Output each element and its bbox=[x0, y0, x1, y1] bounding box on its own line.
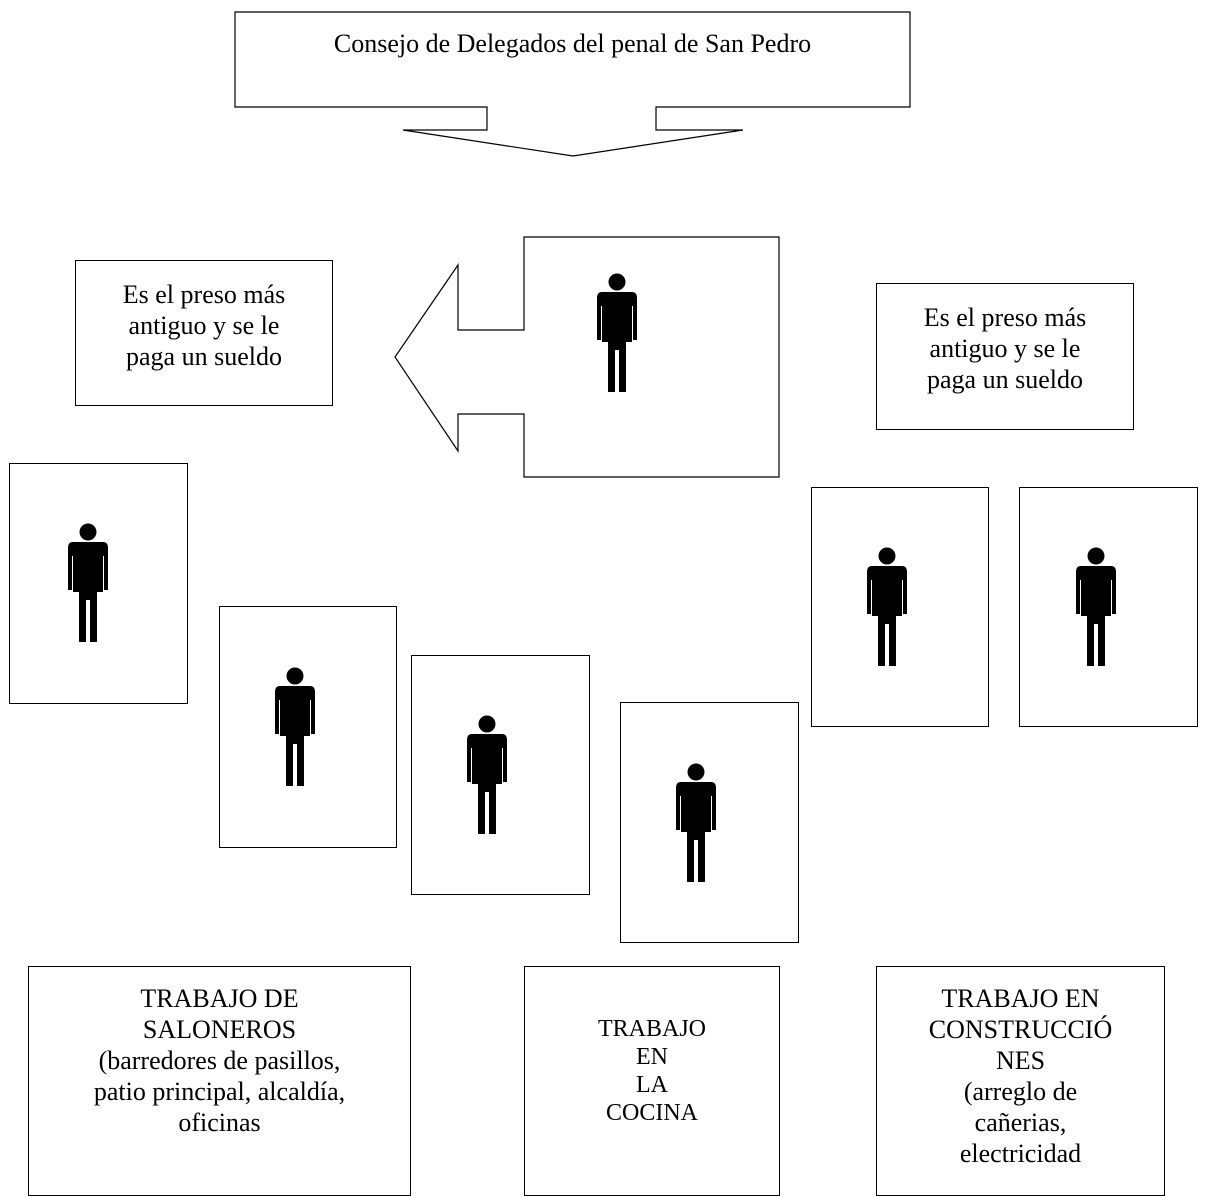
job-line: electricidad bbox=[959, 1139, 1082, 1168]
senior-prisoner-note-right-text: Es el preso más antiguo y se le paga un … bbox=[876, 302, 1134, 395]
job-line: (barredores de pasillos, bbox=[98, 1046, 341, 1075]
job-line: TRABAJO DE bbox=[140, 984, 299, 1013]
job-box-construcciones bbox=[876, 966, 1165, 1196]
person-icon bbox=[68, 523, 108, 642]
person-icon bbox=[676, 763, 716, 882]
job-line: TRABAJO EN bbox=[941, 984, 1100, 1013]
job-line: LA bbox=[636, 1072, 668, 1098]
note-line: paga un sueldo bbox=[126, 342, 282, 371]
job-line: CONSTRUCCIÓ bbox=[928, 1015, 1113, 1044]
note-line: Es el preso más bbox=[122, 280, 286, 309]
job-line: TRABAJO bbox=[597, 1016, 706, 1042]
senior-prisoner-note-right bbox=[876, 283, 1134, 430]
job-line: SALONEROS bbox=[142, 1015, 297, 1044]
senior-prisoner-note-left bbox=[75, 260, 333, 406]
job-line: EN bbox=[636, 1044, 668, 1070]
job-line: COCINA bbox=[605, 1100, 698, 1126]
job-line: (arreglo de bbox=[963, 1077, 1078, 1106]
council-title-text: Consejo de Delegados del penal de San Pe… bbox=[333, 29, 812, 58]
job-box-saloneros bbox=[28, 966, 411, 1196]
job-line: NES bbox=[995, 1046, 1046, 1075]
job-line: oficinas bbox=[178, 1108, 261, 1137]
person-icon bbox=[597, 273, 637, 392]
arrow-down-icon bbox=[234, 11, 911, 157]
person-icon bbox=[275, 667, 315, 786]
job-saloneros-text: TRABAJO DE SALONEROS (barredores de pasi… bbox=[28, 983, 411, 1138]
note-line: antiguo y se le bbox=[929, 334, 1081, 363]
note-line: Es el preso más bbox=[923, 303, 1087, 332]
job-line: patio principal, alcaldía, bbox=[93, 1077, 346, 1106]
arrow-left-icon bbox=[394, 236, 780, 478]
person-icon bbox=[1076, 547, 1116, 666]
job-cocina-text: TRABAJO EN LA COCINA bbox=[524, 1015, 780, 1127]
job-line: cañerias, bbox=[974, 1108, 1067, 1137]
person-icon bbox=[867, 547, 907, 666]
council-title: Consejo de Delegados del penal de San Pe… bbox=[235, 28, 910, 59]
senior-prisoner-note-left-text: Es el preso más antiguo y se le paga un … bbox=[75, 279, 333, 372]
job-construcciones-text: TRABAJO EN CONSTRUCCIÓ NES (arreglo de c… bbox=[876, 983, 1165, 1169]
person-icon bbox=[467, 715, 507, 834]
note-line: antiguo y se le bbox=[128, 311, 280, 340]
note-line: paga un sueldo bbox=[927, 365, 1083, 394]
